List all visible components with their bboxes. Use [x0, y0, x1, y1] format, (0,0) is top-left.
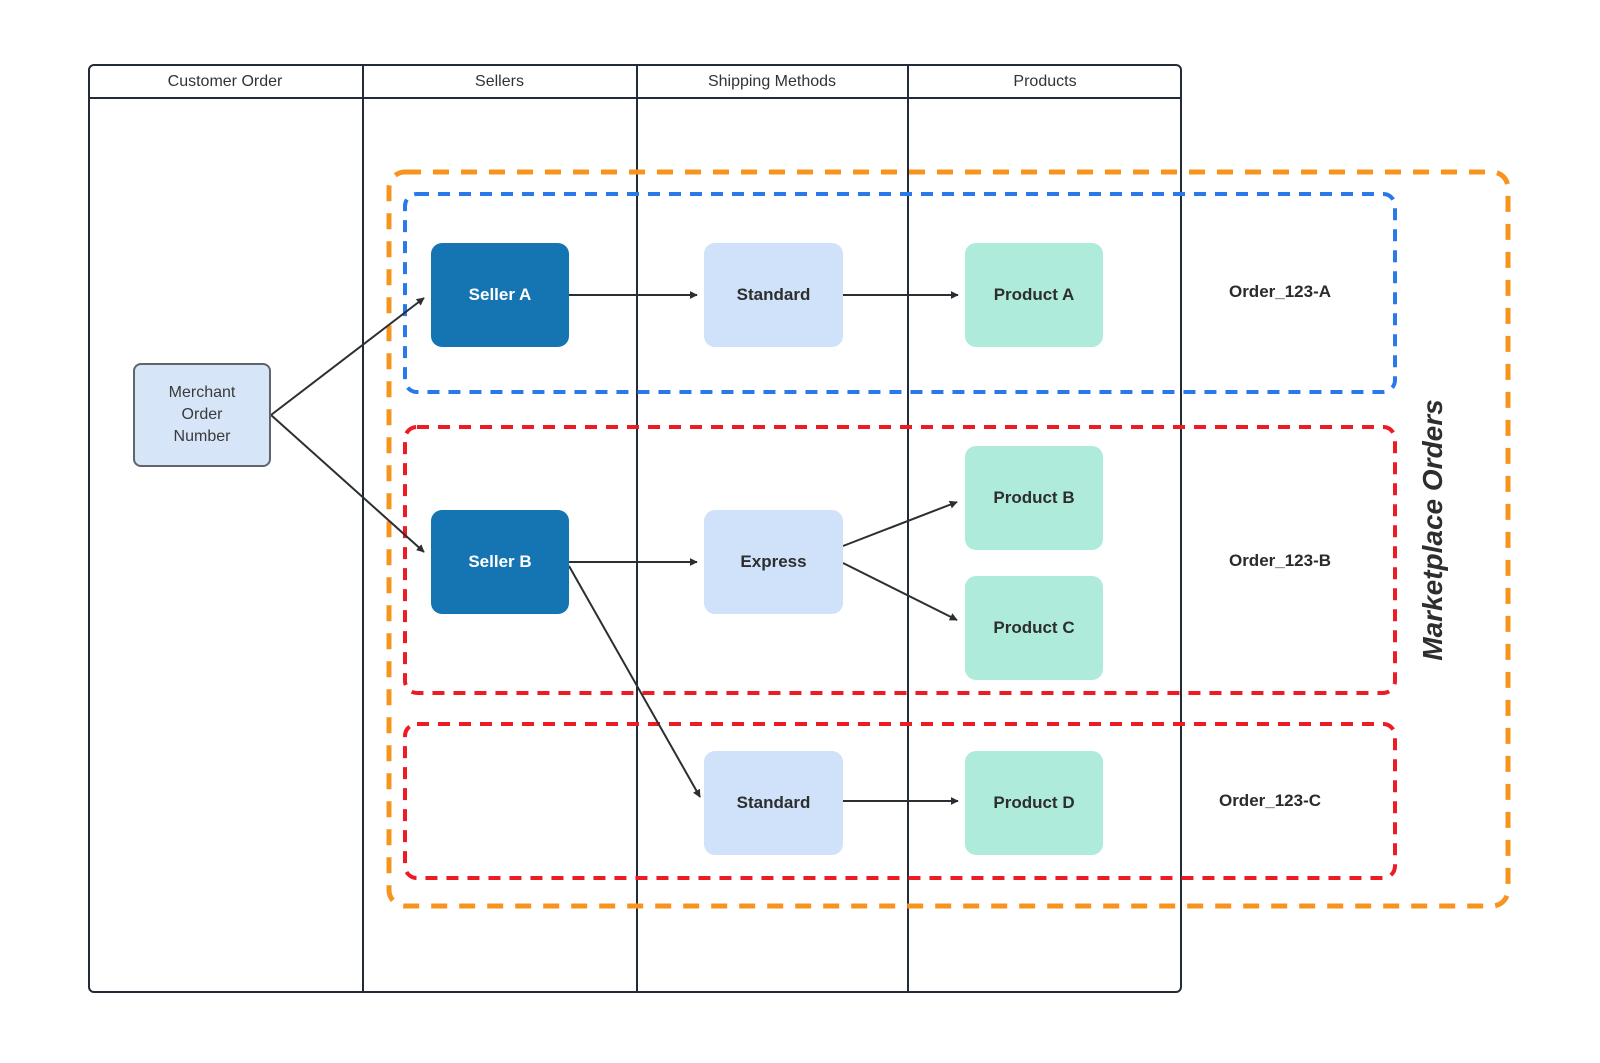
lane-divider-1 — [362, 64, 364, 993]
node-product-b: Product B — [965, 446, 1103, 550]
group-marketplace-orders — [386, 169, 1511, 909]
node-merchant-order-number: Merchant Order Number — [133, 363, 271, 467]
node-product-a: Product A — [965, 243, 1103, 347]
group-order-123-a — [403, 192, 1397, 394]
lane-divider-3 — [907, 64, 909, 993]
group-order-123-b — [403, 425, 1397, 695]
node-seller-a: Seller A — [431, 243, 569, 347]
arrow-merchant-to-seller-b — [270, 414, 425, 553]
lane-divider-2 — [636, 64, 638, 993]
node-merchant-order-number-label: Merchant Order Number — [168, 384, 236, 445]
arrow-seller-b-to-standard-2 — [568, 565, 701, 798]
marketplace-orders-title: Marketplace Orders — [1417, 399, 1448, 661]
lane-header-shipping-methods: Shipping Methods — [707, 73, 837, 90]
order-label-a: Order_123-A — [1228, 282, 1332, 301]
arrow-express-to-product-b — [842, 500, 958, 547]
node-product-d: Product D — [965, 751, 1103, 855]
lane-header-separator — [88, 97, 1182, 99]
node-shipping-standard-1: Standard — [704, 243, 843, 347]
group-order-123-c — [403, 722, 1397, 880]
order-label-c: Order_123-C — [1218, 791, 1322, 810]
node-seller-b: Seller B — [431, 510, 569, 614]
order-label-b: Order_123-B — [1228, 551, 1332, 570]
swimlane-frame — [88, 64, 1182, 993]
node-shipping-standard-2: Standard — [704, 751, 843, 855]
lane-header-customer-order: Customer Order — [167, 73, 283, 90]
lane-header-products: Products — [1013, 73, 1077, 90]
arrow-merchant-to-seller-a — [270, 297, 425, 416]
lane-header-sellers: Sellers — [475, 73, 524, 90]
arrow-express-to-product-c — [842, 562, 958, 621]
node-shipping-express: Express — [704, 510, 843, 614]
node-product-c: Product C — [965, 576, 1103, 680]
